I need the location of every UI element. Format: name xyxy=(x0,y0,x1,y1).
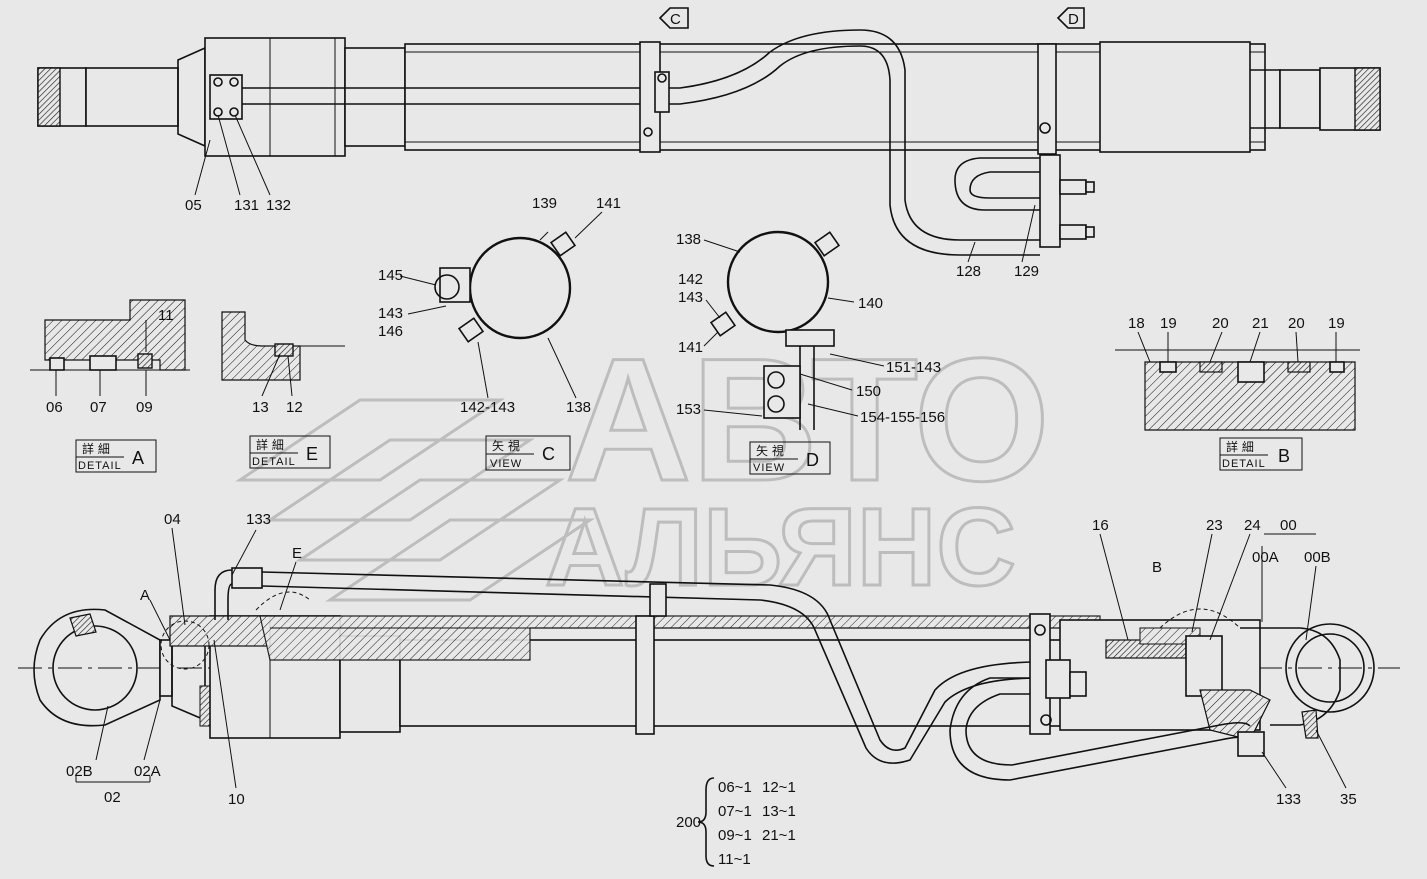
view-d-jp: 矢 視 xyxy=(756,443,784,458)
label-00: 00 xyxy=(1280,517,1297,534)
label-133-left: 133 xyxy=(246,511,271,528)
label-141-d: 141 xyxy=(678,339,703,356)
detail-a-jp: 詳 細 xyxy=(82,441,110,456)
detail-b-letter: B xyxy=(1278,446,1290,466)
detail-e-en: DETAIL xyxy=(252,456,296,468)
label-18: 18 xyxy=(1128,315,1145,332)
detail-b-en: DETAIL xyxy=(1222,458,1266,470)
label-138-c: 138 xyxy=(566,399,591,416)
label-12: 12 xyxy=(286,399,303,416)
label-143-d: 143 xyxy=(678,289,703,306)
watermark-line2: АЛЬЯНС xyxy=(545,486,1016,609)
kit-row-2-right: 13~1 xyxy=(762,803,796,820)
label-10: 10 xyxy=(228,791,245,808)
label-146: 146 xyxy=(378,323,403,340)
kit-number: 200 xyxy=(676,814,701,831)
detail-e-jp: 詳 細 xyxy=(256,437,284,452)
label-142-143: 142-143 xyxy=(460,399,515,416)
top-cylinder-view: C D 05 131 132 128 129 xyxy=(37,7,1381,280)
label-07: 07 xyxy=(90,399,107,416)
label-133-right: 133 xyxy=(1276,791,1301,808)
label-20b: 20 xyxy=(1288,315,1305,332)
detail-e-letter: E xyxy=(306,444,318,464)
label-23: 23 xyxy=(1206,517,1223,534)
label-145: 145 xyxy=(378,267,403,284)
kit-row-2-left: 07~1 xyxy=(718,803,752,820)
detail-a: 11 06 07 09 詳 細 DETAIL A xyxy=(30,299,190,473)
label-153: 153 xyxy=(676,401,701,418)
label-128: 128 xyxy=(956,263,981,280)
detail-a-letter: A xyxy=(132,448,144,468)
kit-row-3-right: 21~1 xyxy=(762,827,796,844)
label-19b: 19 xyxy=(1328,315,1345,332)
view-c-en: VIEW xyxy=(490,458,522,470)
view-d-en: VIEW xyxy=(753,462,785,474)
kit-row-3-left: 09~1 xyxy=(718,827,752,844)
label-150: 150 xyxy=(856,383,881,400)
label-B: B xyxy=(1152,559,1162,576)
view-c-letter: C xyxy=(542,444,555,464)
view-arrow-d: D xyxy=(1056,7,1085,29)
view-c: 139 141 145 143 146 142-143 138 矢 視 VIEW… xyxy=(378,195,621,471)
label-19a: 19 xyxy=(1160,315,1177,332)
label-04: 04 xyxy=(164,511,181,528)
label-35: 35 xyxy=(1340,791,1357,808)
label-16: 16 xyxy=(1092,517,1109,534)
label-09: 09 xyxy=(136,399,153,416)
detail-a-en: DETAIL xyxy=(78,460,122,472)
label-140: 140 xyxy=(858,295,883,312)
label-13: 13 xyxy=(252,399,269,416)
view-arrow-c-label: C xyxy=(670,11,681,28)
label-00B: 00B xyxy=(1304,549,1331,566)
label-132: 132 xyxy=(266,197,291,214)
kit-row-4-left: 11~1 xyxy=(718,851,751,868)
label-154-155-156: 154-155-156 xyxy=(860,409,945,426)
label-141: 141 xyxy=(596,195,621,212)
label-11: 11 xyxy=(158,307,174,324)
label-20a: 20 xyxy=(1212,315,1229,332)
label-05: 05 xyxy=(185,197,202,214)
label-143: 143 xyxy=(378,305,403,322)
label-06: 06 xyxy=(46,399,63,416)
kit-row-1-left: 06~1 xyxy=(718,779,752,796)
label-129: 129 xyxy=(1014,263,1039,280)
bottom-cylinder-view: 04 A 133 E 02B 02A 02 10 16 B 23 24 00 0… xyxy=(18,511,1400,808)
view-c-jp: 矢 視 xyxy=(492,438,520,453)
label-21: 21 xyxy=(1252,315,1269,332)
view-d-caption: 矢 視 VIEW D xyxy=(749,441,831,475)
label-138-d: 138 xyxy=(676,231,701,248)
kit-row-1-right: 12~1 xyxy=(762,779,796,796)
label-02A: 02A xyxy=(134,763,161,780)
watermark-logo-mark xyxy=(235,398,595,602)
watermark: АВТО АЛЬЯНС xyxy=(235,322,1051,611)
label-131: 131 xyxy=(234,197,259,214)
detail-a-caption: 詳 細 DETAIL A xyxy=(75,439,157,473)
view-d-letter: D xyxy=(806,450,819,470)
label-E: E xyxy=(292,545,302,562)
view-d: 138 142 143 141 140 151-143 150 153 154-… xyxy=(676,230,945,475)
label-139: 139 xyxy=(532,195,557,212)
watermark-line1: АВТО xyxy=(565,323,1050,518)
detail-b-caption: 詳 細 DETAIL B xyxy=(1219,437,1303,471)
label-02: 02 xyxy=(104,789,121,806)
repair-kit-list: 200 06~1 12~1 07~1 13~1 09~1 21~1 11~1 xyxy=(676,777,796,868)
label-A: A xyxy=(140,587,150,604)
label-142-d: 142 xyxy=(678,271,703,288)
label-24: 24 xyxy=(1244,517,1261,534)
label-151-143: 151-143 xyxy=(886,359,941,376)
detail-e-caption: 詳 細 DETAIL E xyxy=(249,435,331,469)
view-arrow-d-label: D xyxy=(1068,11,1079,28)
detail-b-jp: 詳 細 xyxy=(1226,439,1254,454)
label-02B: 02B xyxy=(66,763,93,780)
detail-e: 13 12 詳 細 DETAIL E xyxy=(221,311,345,469)
view-arrow-c: C xyxy=(658,7,689,29)
detail-b: 18 19 20 21 20 19 詳 細 DETAIL B xyxy=(1115,315,1360,471)
label-00A: 00A xyxy=(1252,549,1279,566)
view-c-caption: 矢 視 VIEW C xyxy=(485,435,571,471)
